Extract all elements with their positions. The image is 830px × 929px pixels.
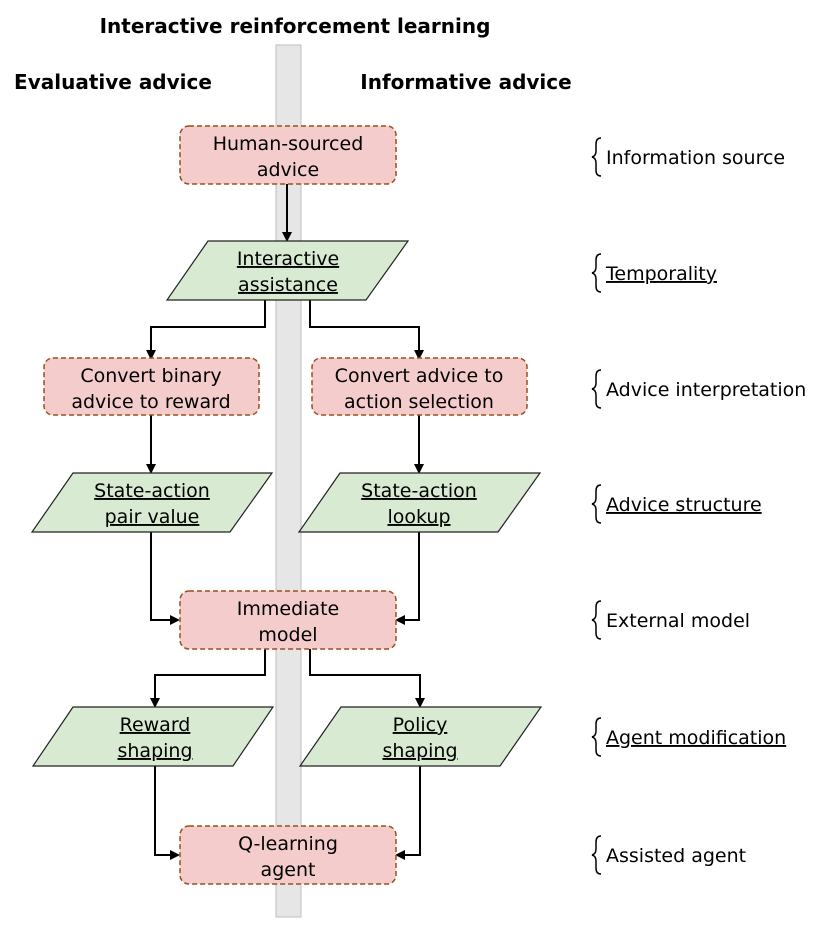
node-immediate-line2: model bbox=[258, 624, 317, 646]
connector-pair-to-immediate bbox=[150, 532, 180, 625]
node-convert-advice-action: Convert advice to action selection bbox=[311, 357, 528, 416]
node-interactive-assistance: Interactive assistance bbox=[165, 240, 410, 301]
node-convert-action-line2: action selection bbox=[344, 391, 494, 413]
node-convert-binary-line2: advice to reward bbox=[71, 391, 230, 413]
column-heading-right: Informative advice bbox=[360, 70, 571, 94]
node-immediate-model: Immediate model bbox=[179, 590, 397, 650]
diagram-title: Interactive reinforcement learning bbox=[100, 14, 491, 38]
node-reward-line1: Reward bbox=[120, 714, 191, 736]
node-interactive-line2: assistance bbox=[238, 274, 338, 296]
connector-interactive-to-convert-action bbox=[309, 300, 424, 360]
node-q-learning-line1: Q-learning bbox=[238, 833, 338, 855]
node-human-sourced-advice: Human-sourced advice bbox=[179, 125, 397, 185]
layer-label-external-model: External model bbox=[606, 610, 750, 632]
center-divider-bar bbox=[275, 44, 302, 918]
brace-icon-temporality bbox=[591, 253, 602, 293]
layer-label-advice-structure: Advice structure bbox=[606, 494, 762, 516]
node-human-sourced-line1: Human-sourced bbox=[213, 133, 364, 155]
layer-label-advice-interpretation: Advice interpretation bbox=[606, 379, 806, 401]
node-convert-binary-advice: Convert binary advice to reward bbox=[43, 357, 260, 416]
connector-immediate-to-reward bbox=[150, 649, 266, 708]
node-human-sourced-line2: advice bbox=[257, 159, 319, 181]
layer-label-information-source: Information source bbox=[606, 147, 785, 169]
brace-icon-assisted-agent bbox=[591, 835, 602, 875]
node-state-action-pair-value: State-action pair value bbox=[30, 472, 274, 533]
connector-lookup-to-immediate bbox=[395, 532, 420, 625]
node-policy-line1: Policy bbox=[393, 714, 448, 736]
connector-immediate-to-policy bbox=[309, 649, 425, 708]
node-q-learning-line2: agent bbox=[261, 859, 316, 881]
column-heading-left: Evaluative advice bbox=[14, 70, 212, 94]
node-reward-line2: shaping bbox=[117, 740, 192, 762]
node-convert-action-line1: Convert advice to bbox=[335, 365, 504, 387]
connector-reward-to-q bbox=[154, 766, 180, 860]
node-interactive-line1: Interactive bbox=[237, 248, 339, 270]
node-state-action-lookup: State-action lookup bbox=[297, 472, 542, 533]
layer-label-assisted-agent: Assisted agent bbox=[606, 845, 746, 867]
brace-icon-advice-interpretation bbox=[591, 369, 602, 409]
node-policy-shaping: Policy shaping bbox=[298, 706, 543, 767]
node-policy-line2: shaping bbox=[382, 740, 457, 762]
layer-label-temporality: Temporality bbox=[605, 263, 717, 285]
node-pair-line2: pair value bbox=[105, 506, 200, 528]
node-lookup-line1: State-action bbox=[361, 480, 477, 502]
layer-label-agent-modification: Agent modification bbox=[606, 727, 786, 749]
node-lookup-line2: lookup bbox=[387, 506, 450, 528]
node-q-learning-agent: Q-learning agent bbox=[179, 825, 397, 885]
connector-policy-to-q bbox=[395, 766, 421, 860]
node-pair-line1: State-action bbox=[94, 480, 210, 502]
node-immediate-line1: Immediate bbox=[237, 598, 339, 620]
connector-interactive-to-convert-binary bbox=[146, 300, 266, 360]
brace-icon-advice-structure bbox=[591, 484, 602, 524]
brace-icon-agent-modification bbox=[591, 717, 602, 757]
node-reward-shaping: Reward shaping bbox=[31, 706, 275, 767]
node-convert-binary-line1: Convert binary bbox=[80, 365, 221, 387]
brace-icon-external-model bbox=[591, 600, 602, 640]
brace-icon-information-source bbox=[591, 137, 602, 177]
